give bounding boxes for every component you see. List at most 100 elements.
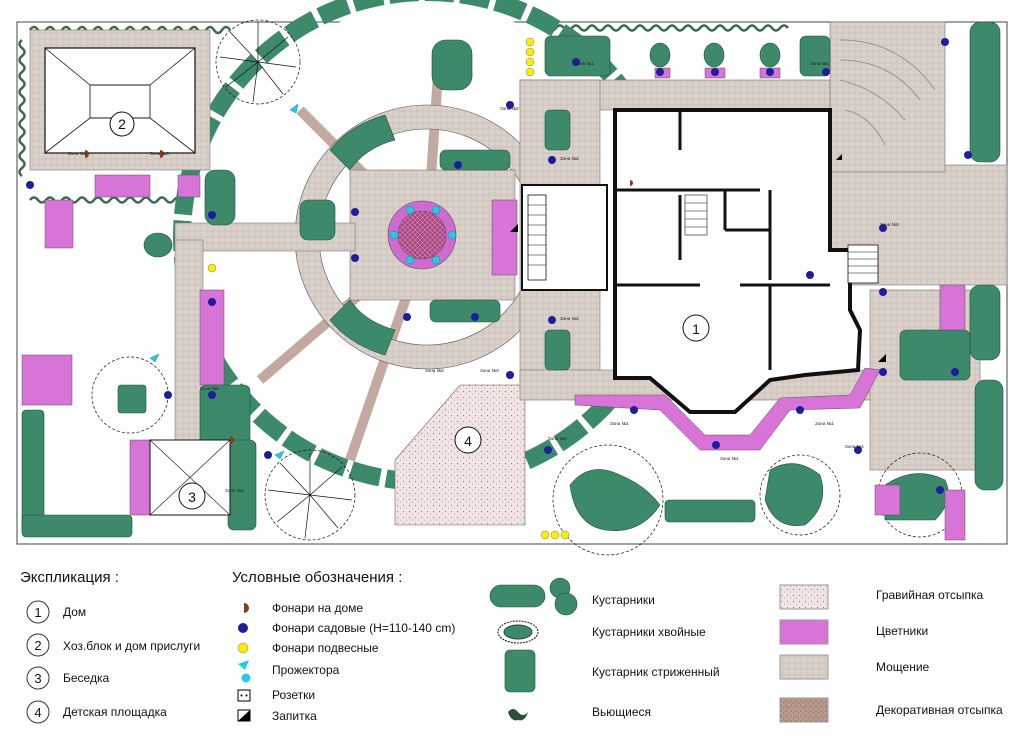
svg-text:Зона №1: Зона №1 — [610, 421, 629, 426]
svg-text:2: 2 — [34, 638, 41, 653]
svg-text:Зона №4: Зона №4 — [200, 386, 219, 391]
svg-text:1: 1 — [34, 605, 41, 620]
svg-text:Кустарники хвойные: Кустарники хвойные — [592, 625, 706, 639]
gravel-swatch — [779, 584, 829, 610]
tree-crowns — [117, 42, 949, 531]
svg-text:4: 4 — [34, 705, 41, 720]
svg-text:Фонари на доме: Фонари на доме — [272, 601, 363, 615]
service-number: 2 — [118, 116, 126, 132]
svg-text:Запитка: Запитка — [272, 709, 317, 723]
flowerbed — [94, 174, 151, 198]
svg-text:Гравийная отсыпка: Гравийная отсыпка — [876, 588, 983, 602]
power-feed-icon — [237, 709, 251, 722]
explication-item: 2 Хоз.блок и дом прислуги — [26, 633, 200, 657]
top-hedges — [431, 21, 1004, 523]
svg-text:Зона №3: Зона №3 — [480, 368, 499, 373]
svg-text:Зона №1: Зона №1 — [575, 61, 594, 66]
legend-surface-row: Мощение — [779, 654, 930, 680]
explication-title: Экспликация : — [20, 569, 119, 586]
gazebo-number-circle — [178, 482, 206, 510]
svg-text:Дом: Дом — [63, 605, 86, 619]
shrub-icon — [489, 577, 578, 616]
decorative-fill-swatch — [779, 697, 829, 723]
svg-text:3: 3 — [34, 671, 41, 686]
legend-light-row: Фонари подвесные — [237, 641, 379, 655]
legend-plant-row: Вьющиеся — [508, 705, 651, 721]
flowerbed — [129, 439, 153, 516]
house-number: 1 — [692, 321, 700, 337]
legend-plant-row: Кустарники хвойные — [497, 620, 706, 644]
dot-icon — [237, 642, 249, 654]
northeast-paving — [829, 21, 946, 173]
socket-icon — [237, 689, 251, 702]
legend-surface-row: Цветники — [779, 619, 928, 645]
spotlights — [149, 103, 457, 460]
legend-surface-row: Гравийная отсыпка — [779, 584, 983, 610]
svg-text:Зона №1: Зона №1 — [720, 456, 739, 461]
flowerbed — [177, 174, 201, 198]
paving-swatch — [779, 654, 829, 680]
flowerbed — [44, 199, 74, 249]
dot-icon — [238, 623, 248, 633]
northeast-arcs — [839, 39, 936, 146]
explication-item: 1 Дом — [26, 600, 86, 624]
house-lamps — [85, 150, 633, 444]
garden-lamps — [26, 38, 972, 494]
svg-text:Зона №3: Зона №3 — [150, 151, 169, 156]
power-feeds — [510, 154, 886, 362]
svg-text:Кустарник стриженный: Кустарник стриженный — [592, 665, 720, 679]
legend: Условные обозначения : Фонари на доме Фо… — [232, 569, 1003, 723]
spotlight-icon — [238, 660, 251, 683]
svg-text:Фонари подвесные: Фонари подвесные — [272, 641, 379, 655]
legend-light-row: Фонари садовые (H=110-140 cm) — [238, 621, 455, 635]
svg-text:Зона №3: Зона №3 — [880, 222, 899, 227]
explication: Экспликация : 1 Дом 2 Хоз.блок и дом при… — [20, 569, 200, 724]
svg-text:Фонари садовые (H=110-140 cm): Фонари садовые (H=110-140 cm) — [272, 621, 455, 635]
svg-text:Кустарники: Кустарники — [592, 593, 655, 607]
house-number-circle — [682, 314, 710, 342]
svg-text:Зона №2: Зона №2 — [560, 156, 579, 161]
main-house: 1 — [521, 108, 879, 414]
svg-text:Зона №4: Зона №4 — [425, 368, 444, 373]
svg-text:Зона №1: Зона №1 — [810, 61, 829, 66]
playground-number-circle — [454, 426, 482, 454]
svg-text:Беседка: Беседка — [63, 671, 109, 685]
west-vertical-path — [174, 239, 204, 441]
flowerbed-swatch — [779, 619, 829, 645]
half-circle-icon — [244, 603, 249, 613]
playground-area — [394, 384, 526, 526]
legend-light-row: Фонари на доме — [244, 601, 363, 615]
service-number-circle — [109, 111, 135, 137]
explication-item: 4 Детская площадка — [26, 700, 167, 724]
trimmed-hedge-icon — [504, 649, 536, 693]
svg-text:Зона №4: Зона №4 — [548, 436, 567, 441]
svg-text:Декоративная отсыпка: Декоративная отсыпка — [876, 703, 1003, 717]
legend-plant-row: Кустарник стриженный — [504, 649, 720, 693]
legend-plant-row: Кустарники — [489, 577, 655, 616]
conifer-shrub-icon — [497, 620, 539, 644]
site-plan: 2 3 — [16, 0, 1008, 556]
svg-text:Зона №2: Зона №2 — [560, 316, 579, 321]
explication-item: 3 Беседка — [26, 666, 109, 690]
svg-text:Зона №2: Зона №2 — [500, 106, 519, 111]
legend-title: Условные обозначения : — [232, 569, 402, 586]
svg-text:Детская площадка: Детская площадка — [63, 705, 167, 719]
legend-surface-row: Декоративная отсыпка — [779, 697, 1003, 723]
svg-text:Зона №2: Зона №2 — [68, 151, 87, 156]
svg-text:Мощение: Мощение — [876, 660, 930, 674]
playground-number: 4 — [464, 433, 472, 449]
fence-climbers — [18, 24, 789, 204]
hanging-lamps — [207, 37, 570, 540]
plaza-hedges — [299, 114, 511, 356]
svg-text:Прожектора: Прожектора — [272, 663, 340, 677]
gazebo-number: 3 — [188, 489, 196, 505]
legend-light-row: Запитка — [237, 709, 317, 723]
zone-labels: Зона №2 Зона №3 Зона №1 Зона №1 Зона №2 … — [68, 61, 899, 493]
svg-text:Зона №1: Зона №1 — [815, 421, 834, 426]
svg-text:Зона №3: Зона №3 — [225, 488, 244, 493]
svg-text:Хоз.блок и дом прислуги: Хоз.блок и дом прислуги — [63, 639, 200, 653]
svg-text:Розетки: Розетки — [272, 688, 315, 702]
legend-light-row: Прожектора — [238, 660, 340, 683]
service-building — [44, 47, 196, 154]
